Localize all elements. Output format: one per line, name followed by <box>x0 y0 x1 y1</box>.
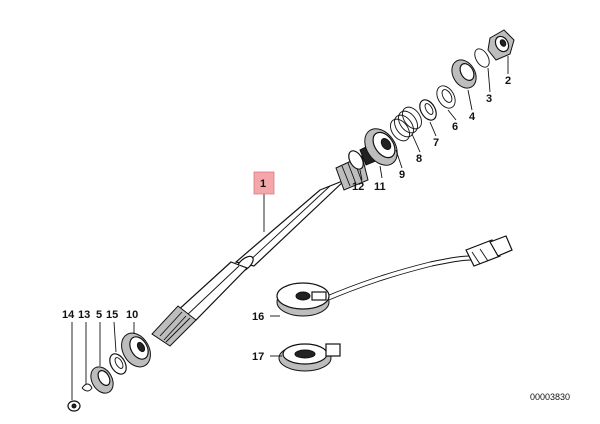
callout-10: 10 <box>126 309 138 321</box>
callout-9: 9 <box>399 169 405 181</box>
ring-part-7 <box>419 99 437 121</box>
cap-part-14 <box>67 400 81 412</box>
callout-16: 16 <box>252 311 264 323</box>
bearing-boot-part-11 <box>364 128 398 166</box>
callout-12: 12 <box>352 181 364 193</box>
callout-2: 2 <box>505 75 511 87</box>
clip-part-13 <box>81 383 93 392</box>
highlight-box-part-1 <box>253 171 275 195</box>
callout-4: 4 <box>469 111 476 123</box>
bearing-part-5 <box>90 366 114 394</box>
bearing-part-10 <box>121 332 151 368</box>
callout-6: 6 <box>452 121 458 133</box>
contact-ring-part-17 <box>278 343 341 372</box>
callout-1: 1 <box>260 178 266 190</box>
leader-lines <box>71 56 509 400</box>
callout-3: 3 <box>486 93 492 105</box>
callout-13: 13 <box>78 309 90 321</box>
callout-8: 8 <box>416 153 422 165</box>
callout-15: 15 <box>106 309 118 321</box>
callout-labels: 1 2 3 4 6 7 8 9 11 12 14 13 5 15 10 16 1… <box>62 75 511 363</box>
callout-14: 14 <box>62 309 75 321</box>
callout-7: 7 <box>433 137 439 149</box>
nut-part-2 <box>487 29 515 61</box>
ring-part-15 <box>109 353 127 375</box>
spring-part-8 <box>390 106 422 142</box>
callout-11: 11 <box>374 181 386 193</box>
washer-part-12 <box>348 150 364 170</box>
bearing-part-4 <box>451 59 477 89</box>
document-number: 00003830 <box>530 392 570 402</box>
slip-ring-part-16 <box>276 235 513 317</box>
ring-part-3 <box>474 48 490 68</box>
washer-part-6 <box>436 85 456 109</box>
steering-shaft-part-1 <box>151 143 379 347</box>
callout-17: 17 <box>252 351 264 363</box>
callout-5: 5 <box>96 309 102 321</box>
